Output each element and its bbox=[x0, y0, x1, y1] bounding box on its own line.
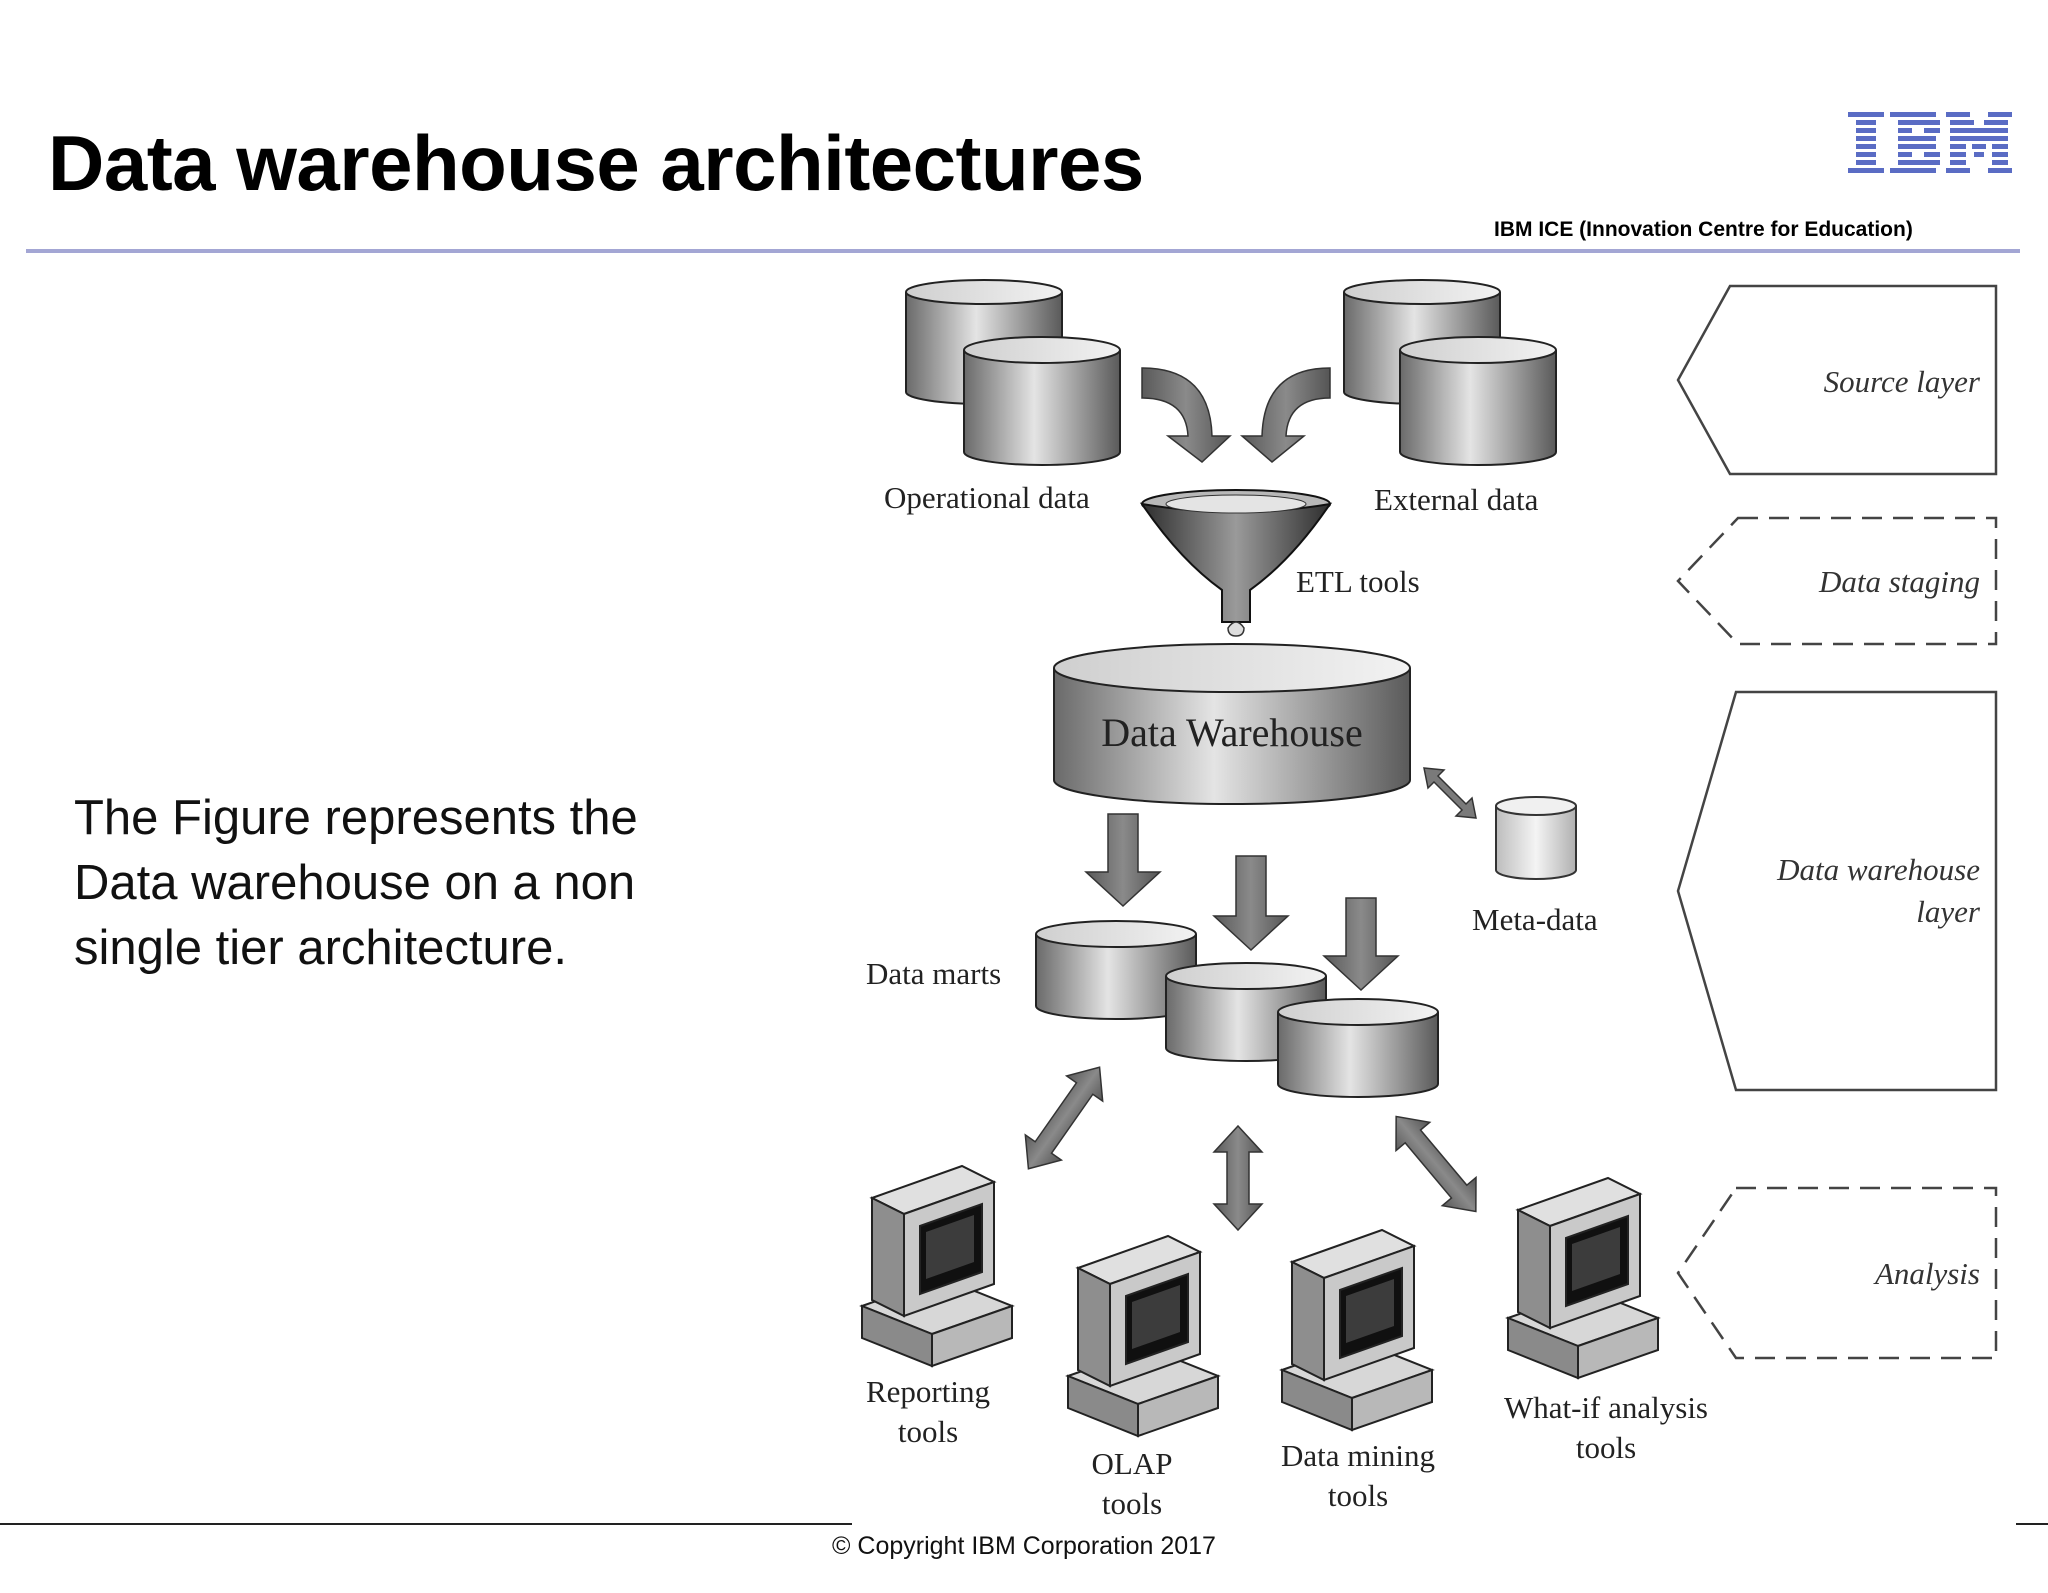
body-line: Data warehouse on a non bbox=[74, 856, 636, 910]
data-staging-layer-label: Data staging bbox=[1818, 564, 1980, 599]
data-warehouse-layer-label-2: layer bbox=[1916, 894, 1981, 929]
data-warehouse-cylinder bbox=[1053, 643, 1411, 805]
data-mining-tools-label-2: tools bbox=[1328, 1478, 1388, 1513]
data-warehouse-layer-shape bbox=[1676, 690, 1998, 1092]
source-layer-shape bbox=[1676, 284, 1998, 476]
data-mining-tools-label-1: Data mining bbox=[1281, 1438, 1435, 1473]
header-rule bbox=[26, 249, 2020, 253]
analysis-layer-shape bbox=[1676, 1186, 1998, 1360]
reporting-tools-label-1: Reporting bbox=[866, 1374, 990, 1409]
body-line: The Figure represents the bbox=[74, 791, 638, 845]
reporting-double-arrow bbox=[1024, 1066, 1104, 1170]
left-curved-arrow bbox=[1141, 367, 1232, 463]
operational-data-cylinders bbox=[905, 279, 1121, 466]
org-name: IBM ICE (Innovation Centre for Education… bbox=[1494, 218, 1913, 241]
reporting-tools-label-2: tools bbox=[898, 1414, 958, 1449]
slide-title: Data warehouse architectures bbox=[48, 119, 1144, 207]
meta-data-double-arrow bbox=[1423, 767, 1477, 819]
operational-data-label: Operational data bbox=[884, 480, 1090, 515]
data-mart-cylinders bbox=[1035, 920, 1439, 1098]
footer-rule bbox=[0, 1523, 852, 1525]
down-arrow bbox=[1212, 855, 1290, 952]
data-warehouse-label: Data Warehouse bbox=[1101, 710, 1362, 755]
external-data-cylinders bbox=[1343, 279, 1557, 466]
olap-computer-icon bbox=[1067, 1235, 1219, 1437]
analysis-layer-label: Analysis bbox=[1873, 1256, 1980, 1291]
olap-tools-label-1: OLAP bbox=[1092, 1446, 1173, 1481]
what-if-computer-icon bbox=[1507, 1177, 1659, 1379]
external-data-label: External data bbox=[1374, 482, 1539, 517]
down-arrow bbox=[1322, 897, 1400, 992]
right-curved-arrow bbox=[1239, 367, 1331, 463]
meta-data-label: Meta-data bbox=[1472, 902, 1598, 937]
data-mining-computer-icon bbox=[1281, 1229, 1433, 1431]
reporting-computer-icon bbox=[861, 1165, 1013, 1367]
data-staging-layer-shape bbox=[1676, 516, 1998, 646]
copyright: © Copyright IBM Corporation 2017 bbox=[832, 1532, 1216, 1560]
meta-data-cylinder bbox=[1495, 796, 1577, 880]
ibm-logo bbox=[1848, 112, 2012, 173]
footer-rule bbox=[2016, 1523, 2048, 1525]
data-warehouse-layer-label-1: Data warehouse bbox=[1776, 852, 1980, 887]
what-if-tools-label-1: What-if analysis bbox=[1504, 1390, 1708, 1425]
source-layer-label: Source layer bbox=[1824, 364, 1981, 399]
what-if-double-arrow bbox=[1395, 1115, 1477, 1213]
body-text: The Figure represents the Data warehouse… bbox=[74, 786, 794, 981]
body-line: single tier architecture. bbox=[74, 921, 567, 975]
data-marts-label: Data marts bbox=[866, 956, 1001, 991]
what-if-tools-label-2: tools bbox=[1576, 1430, 1636, 1465]
down-arrow bbox=[1084, 813, 1162, 908]
olap-tools-label-2: tools bbox=[1102, 1486, 1162, 1521]
olap-double-arrow bbox=[1212, 1124, 1264, 1232]
etl-tools-label: ETL tools bbox=[1296, 564, 1420, 599]
